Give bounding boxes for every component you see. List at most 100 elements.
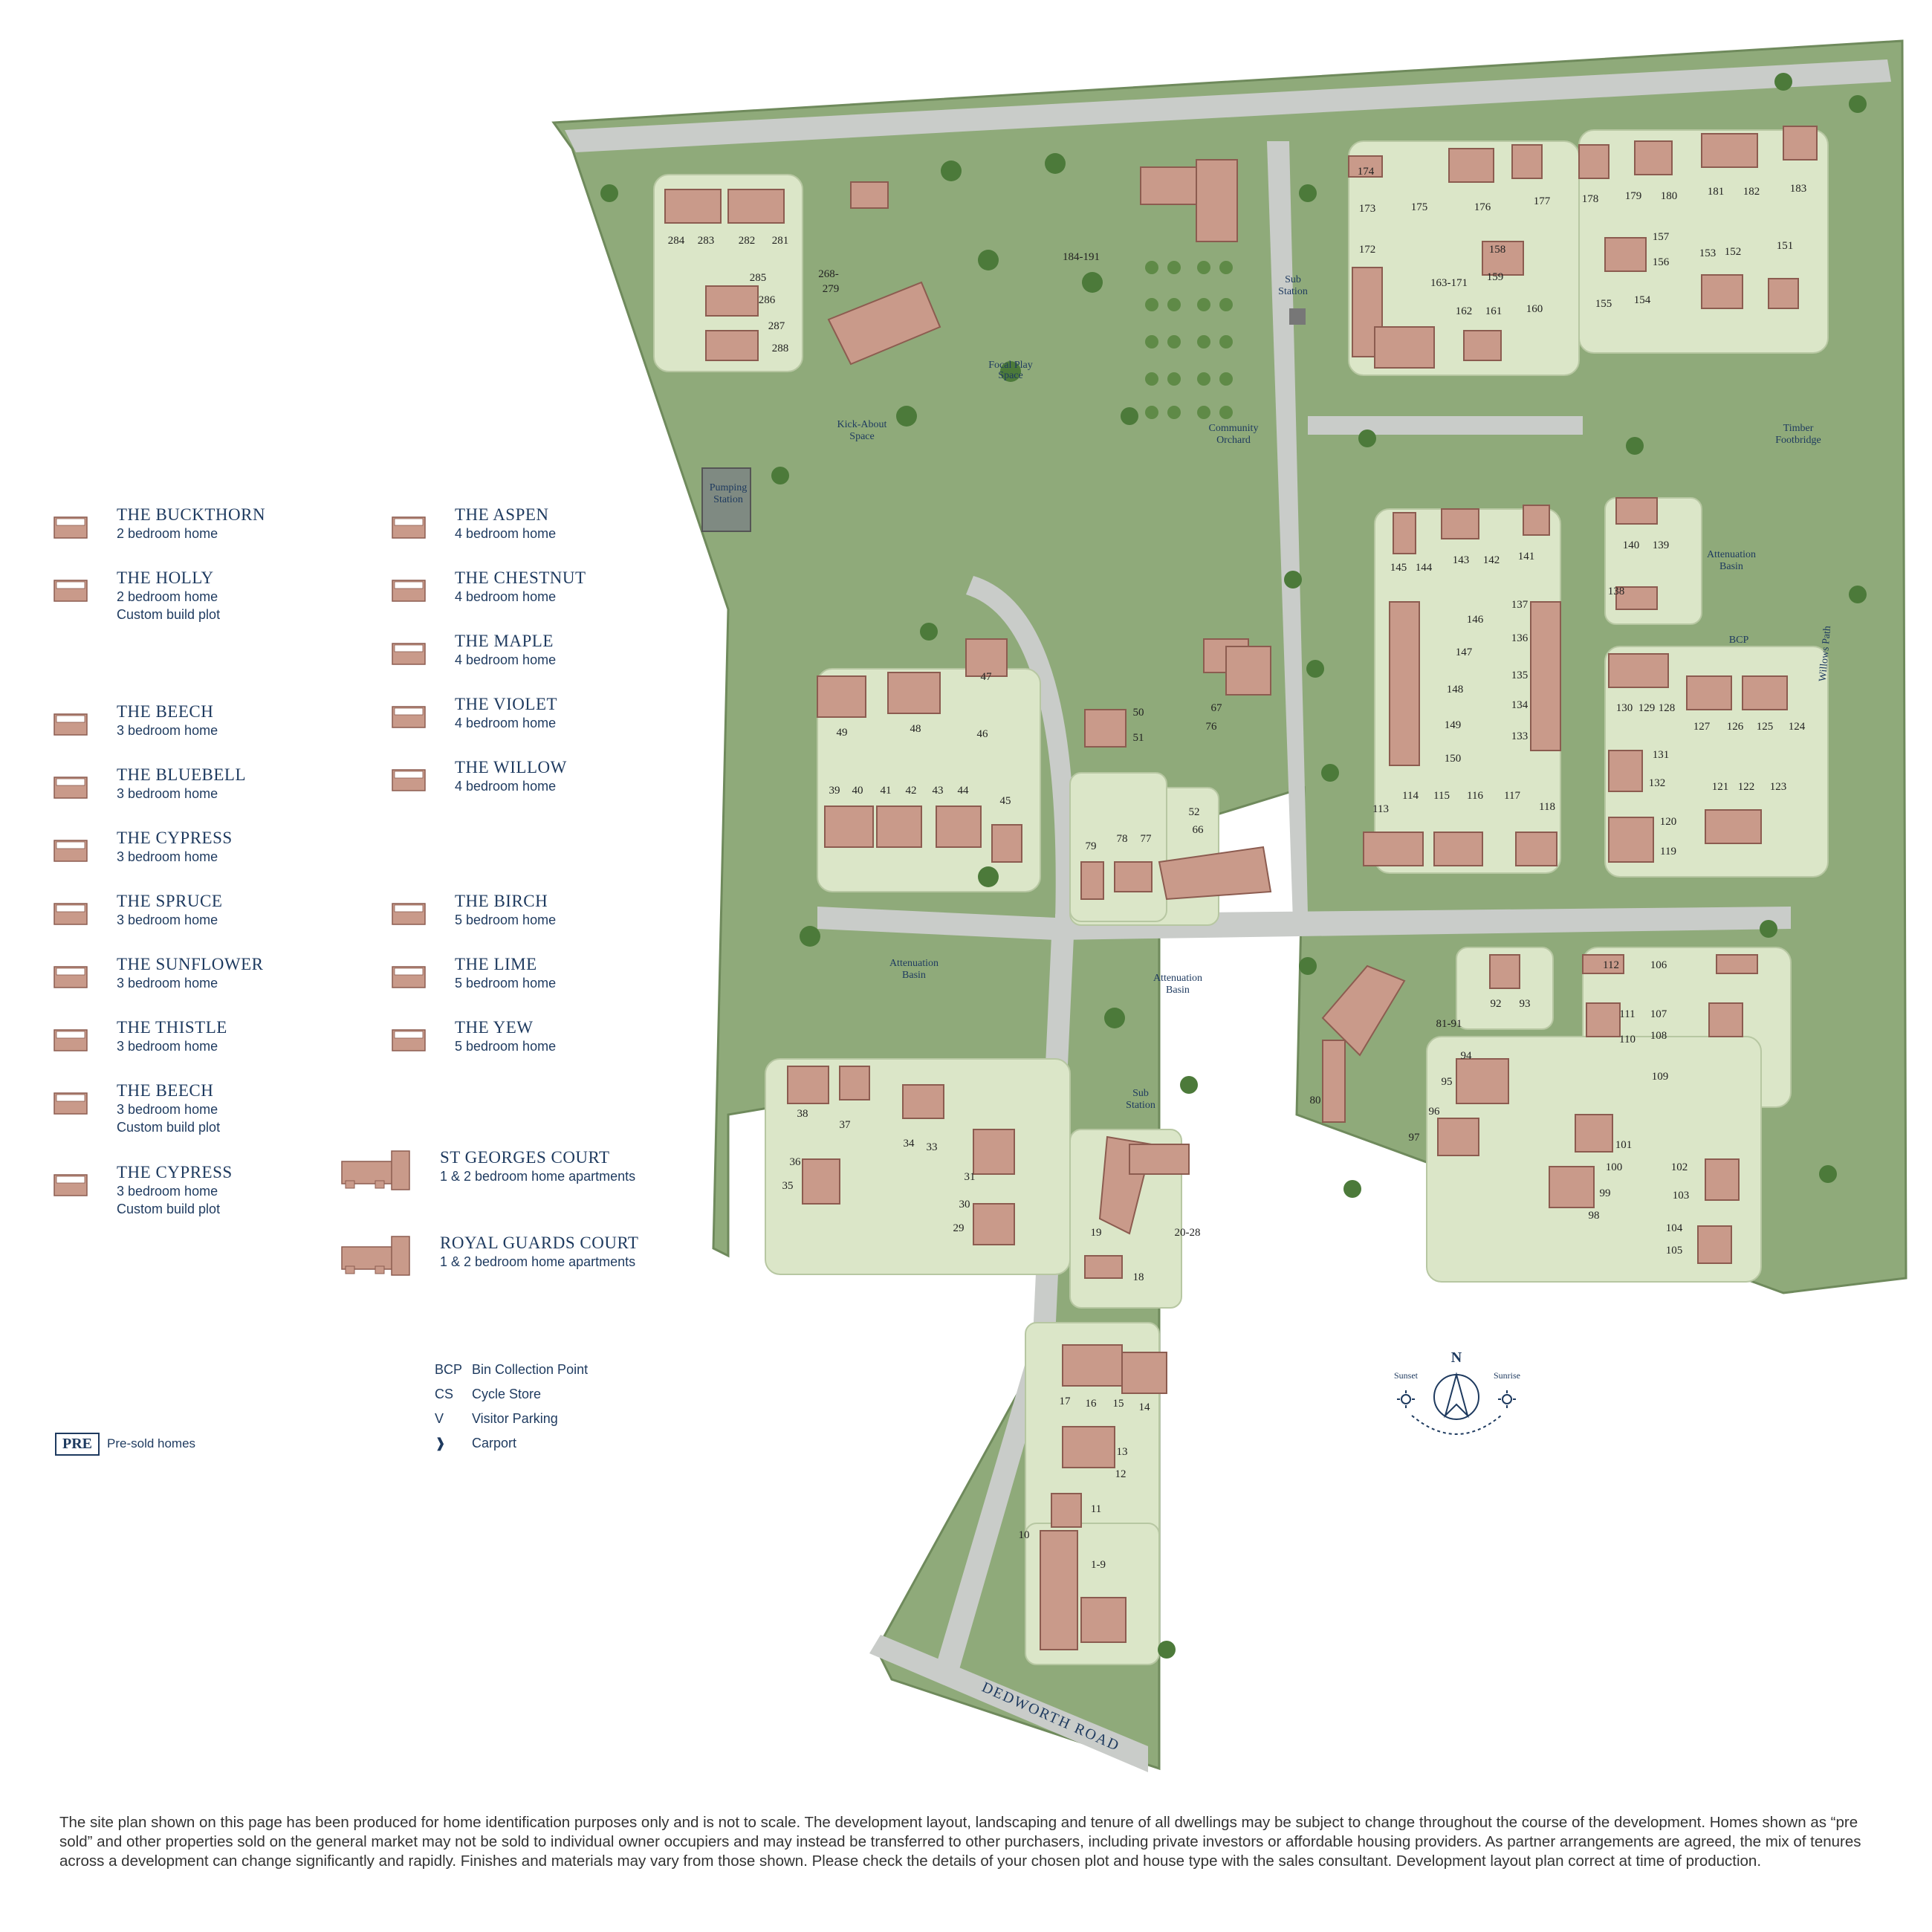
plot-number: 111 [1619,1008,1635,1020]
plot-number: 102 [1671,1161,1688,1173]
plot-number: 34 [904,1138,915,1150]
legend-house-desc: 3 bedroom home [117,723,218,738]
plot-number: 47 [981,671,993,683]
plot-number: 100 [1606,1161,1623,1173]
house-type-bee-icon [41,702,100,747]
south-road [936,936,1074,1672]
legend-house-name: THE SPRUCE [117,892,223,910]
plot-number: 282 [739,235,756,247]
plot-number: 46 [977,728,989,740]
plot-number: 130 [1616,702,1633,714]
house-type-map-icon [379,632,438,676]
plot-number: 142 [1483,554,1500,566]
plot-number: 286 [759,294,776,306]
legend-house-desc: 5 bedroom home [455,1039,557,1054]
community-orchard [1145,261,1233,419]
plot-number: 122 [1738,781,1755,793]
plot-number: 150 [1445,753,1462,765]
key-code: V [435,1411,444,1426]
plot-number: 41 [881,785,892,797]
plot-number: 181 [1708,186,1725,198]
trees [600,73,1867,1659]
plot-number: 12 [1115,1468,1127,1480]
plot-number: 106 [1650,959,1667,971]
plot-number: 115 [1433,790,1450,802]
plot-number: 109 [1652,1071,1669,1083]
plot-number: 29 [953,1222,965,1234]
plot-number: 92 [1491,998,1502,1010]
plot-number: 279 [823,283,840,295]
plot-number: 52 [1189,806,1200,818]
plot-number: 67 [1211,702,1223,714]
plot-number: 177 [1534,195,1551,207]
spine-road [1267,141,1308,921]
key-code: CS [435,1387,454,1401]
plot-number: 42 [906,785,917,797]
pre-sold-label: Pre-sold homes [107,1436,196,1450]
plot-number: 20-28 [1175,1227,1201,1239]
plot-number: 96 [1429,1106,1441,1118]
plot-number: 94 [1461,1050,1473,1062]
plot-number: 148 [1447,684,1464,696]
plot-number: 77 [1141,833,1153,845]
sunset-sun-icon [1397,1390,1415,1408]
plot-number: 131 [1653,749,1670,761]
plot-number: 145 [1390,562,1407,574]
plot-number: 137 [1511,599,1529,611]
legend-house-extra: Custom build plot [117,1202,221,1216]
plot-number: 114 [1402,790,1419,802]
legend-house-name: THE THISTLE [117,1018,227,1037]
legend-house-desc: 3 bedroom home [117,849,218,864]
plot-number: 158 [1489,244,1506,256]
plot-number: 104 [1666,1222,1683,1234]
plot-number: 93 [1520,998,1531,1010]
plot-number: 178 [1582,193,1599,205]
legend-house-desc: 4 bedroom home [455,779,557,794]
plot-number: 39 [829,785,840,797]
plot-number: 156 [1653,256,1670,268]
sub-station-box [1289,308,1306,325]
plot-number: 141 [1518,551,1535,563]
key-label: Carport [472,1436,517,1450]
house-type-cyp-c-icon [41,1163,100,1208]
key-code: BCP [435,1362,463,1377]
plot-number: 119 [1660,846,1676,858]
legend-house-name: THE VIOLET [455,695,558,713]
legend-house-desc: 1 & 2 bedroom home apartments [440,1254,636,1269]
plot-number: 163-171 [1430,277,1468,289]
plot-number: 16 [1086,1398,1098,1410]
plot-number: 19 [1091,1227,1102,1239]
plot-number: 135 [1511,670,1529,681]
plot-number: 157 [1653,231,1670,243]
plot-number: 151 [1777,240,1794,252]
plot-number: 144 [1416,562,1433,574]
plot-number: 99 [1600,1187,1611,1199]
legend-house-name: THE BEECH [117,702,214,721]
legend-house-desc: 4 bedroom home [455,652,557,667]
legend-house-name: THE BLUEBELL [117,765,246,784]
legend-house-name: THE SUNFLOWER [117,955,264,973]
plot-number: 50 [1133,707,1144,719]
plot-number: 117 [1504,790,1520,802]
disclaimer-text: The site plan shown on this page has bee… [59,1814,1861,1870]
house-type-cyp-icon [41,829,100,873]
legend-house-name: THE WILLOW [455,758,567,777]
plot-number: 36 [790,1156,802,1168]
plot-number: 129 [1638,702,1656,714]
legend-house-desc: 3 bedroom home [117,976,218,991]
plot-number: 105 [1666,1245,1683,1257]
house-type-blu-icon [41,765,100,810]
